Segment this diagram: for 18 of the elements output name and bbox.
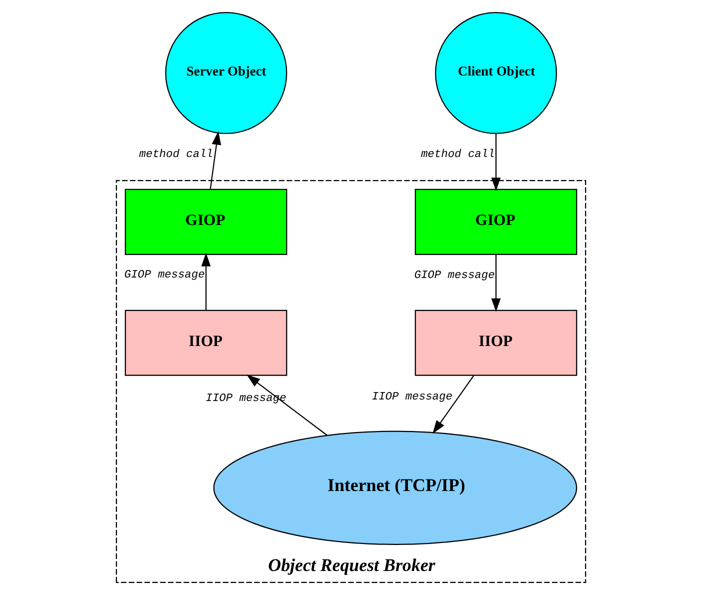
edge-label: method call (420, 148, 494, 161)
edge-label: GIOP message (124, 270, 204, 282)
node-box: IIOP (414, 310, 577, 376)
node-circle: Client Object (434, 12, 557, 134)
arrow (246, 374, 327, 436)
edge-label: GIOP message (414, 270, 494, 282)
node-box: IIOP (124, 310, 287, 376)
node-circle: Server Object (164, 12, 287, 134)
arrow (432, 375, 474, 434)
arrow (490, 254, 500, 312)
arrow (490, 134, 500, 192)
arrow (200, 252, 210, 310)
edge-label: IIOP message (371, 392, 452, 404)
node-ellipse: Internet (TCP/IP) (212, 430, 577, 545)
edge-label: method call (138, 148, 213, 161)
arrow (209, 131, 221, 190)
node-box: GIOP (124, 188, 287, 255)
node-box: GIOP (414, 188, 577, 255)
